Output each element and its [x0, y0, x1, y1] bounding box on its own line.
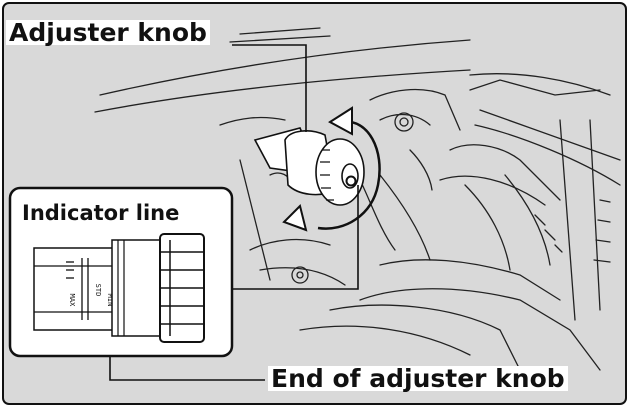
rotate-arrow-arc — [317, 120, 381, 230]
rotate-arrow-top — [328, 106, 353, 136]
adjuster-knob-leader — [232, 44, 307, 132]
scale-mark-a: MAX — [68, 294, 76, 307]
adjuster-knob-label: Adjuster knob — [6, 20, 210, 45]
scale-mark-b: STD — [94, 284, 102, 297]
end-of-adjuster-knob-label: End of adjuster knob — [268, 366, 568, 391]
engine-bay-lines — [94, 27, 621, 371]
inset-knob-sleeve — [111, 239, 161, 337]
knob-end-leader — [229, 185, 359, 290]
knob-end-marker — [345, 175, 357, 187]
scale-mark-c: MIN — [106, 294, 114, 307]
rotate-arrow-bottom — [282, 204, 308, 232]
adjuster-knob-assembly — [253, 106, 381, 232]
inset-detail: MAX STD MIN — [8, 186, 234, 358]
indicator-line-label: Indicator line — [19, 203, 183, 224]
